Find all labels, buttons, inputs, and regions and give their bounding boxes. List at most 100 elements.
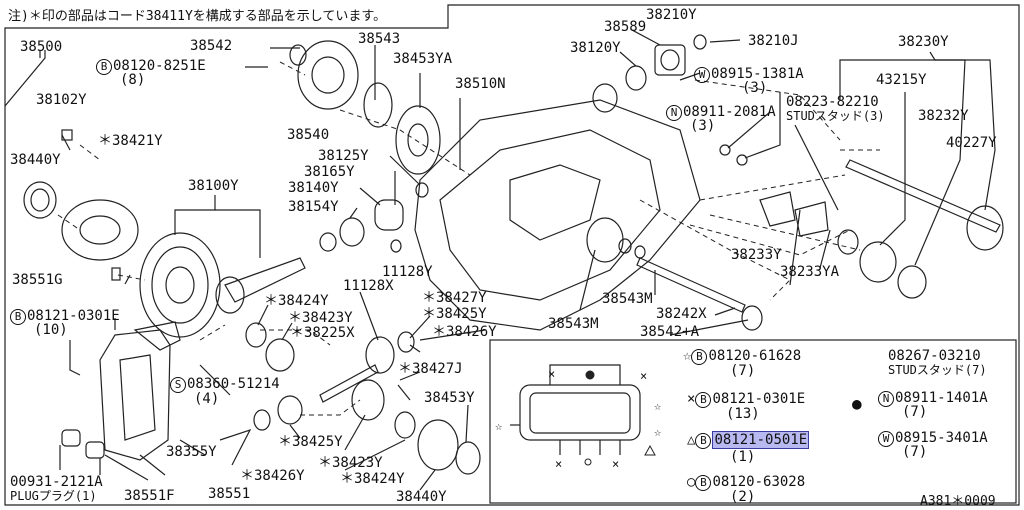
part-38427Y: ＊38427Y (422, 290, 487, 306)
inset-circ-part: 08120-63028 (712, 474, 806, 490)
part-38543M-b: 38543M (548, 316, 599, 332)
part-38125Y: 38125Y (318, 148, 369, 164)
part-08911-2081A-qty: (3) (690, 118, 716, 134)
part-38424Y-b: ＊38424Y (340, 471, 405, 487)
part-00931-2121A: 00931-2121A (10, 474, 103, 490)
w-symbol-icon: W (878, 431, 894, 447)
part-38551: 38551 (208, 486, 251, 502)
part-38453Y: 38453Y (424, 390, 475, 406)
header-note: 注)＊印の部品はコード38411Yを構成する部品を示しています。 (8, 9, 387, 24)
part-38423Y-a: ＊38423Y (288, 310, 353, 326)
w-symbol-icon: W (694, 67, 710, 83)
diagram-code: A381＊0009 (920, 494, 996, 509)
part-38551G: 38551G (12, 272, 63, 288)
b-symbol-icon: B (10, 309, 26, 325)
part-38540: 38540 (287, 127, 330, 143)
part-38542A: 38542+A (640, 324, 700, 340)
part-08121-0301E-main-qty: (10) (34, 322, 68, 338)
part-38232Y: 38232Y (918, 108, 969, 124)
part-38542: 38542 (190, 38, 233, 54)
part-number: 08120-8251E (113, 58, 206, 74)
inset-tri-qty: (1) (730, 449, 756, 465)
part-38551F: 38551F (124, 488, 175, 504)
part-38242X: 38242X (656, 306, 707, 322)
part-38425Y-a: ＊38425Y (422, 306, 487, 322)
part-number: 08121-0301E (27, 308, 120, 324)
inset-circ-qty: (2) (730, 489, 756, 505)
inset-x-marker: × (640, 369, 648, 383)
part-38355Y: 38355Y (166, 444, 217, 460)
part-40227Y: 40227Y (946, 135, 997, 151)
dot-icon: ● (852, 394, 862, 413)
part-38440Y-bottom: 38440Y (396, 489, 447, 505)
triangle-icon: △ (687, 432, 696, 448)
part-38233Y: 38233Y (731, 247, 782, 263)
part-38426Y-a: ＊38426Y (432, 324, 497, 340)
part-43215Y: 43215Y (876, 72, 927, 88)
part-38154Y: 38154Y (288, 199, 339, 215)
part-number: 08360-51214 (187, 376, 280, 392)
circle-icon: ○ (687, 474, 696, 490)
inset-star-marker: ☆ (654, 425, 662, 439)
part-38500: 38500 (20, 39, 63, 55)
part-38423Y-b: ＊38423Y (318, 455, 383, 471)
part-11128X: 11128X (343, 278, 394, 294)
part-08223-82210: 08223-82210 (786, 94, 879, 110)
inset-star-marker: ☆ (495, 419, 503, 433)
b-symbol-icon: B (695, 475, 712, 491)
part-number: 08915-1381A (711, 66, 804, 82)
inset-star-qty: (7) (730, 363, 756, 379)
star-icon: ☆ (683, 348, 692, 364)
inset-tri-part-highlighted: 08121-0501E (712, 431, 810, 449)
part-38210Y: 38210Y (646, 7, 697, 23)
part-38427J: ＊38427J (398, 361, 463, 377)
n-symbol-icon: N (878, 391, 894, 407)
part-38440Y-top: 38440Y (10, 152, 61, 168)
inset-x-qty: (13) (726, 406, 760, 422)
part-38165Y: 38165Y (304, 164, 355, 180)
part-38421Y: ＊38421Y (98, 133, 163, 149)
part-11128Y: 11128Y (382, 264, 433, 280)
part-plug-label: PLUGプラグ(1) (10, 489, 97, 503)
part-08120-8251E-qty: (8) (120, 72, 146, 88)
inset-x-marker: × (548, 367, 556, 381)
part-08360-51214-qty: (4) (194, 391, 220, 407)
part-38453YA: 38453YA (393, 51, 453, 67)
part-38100Y: 38100Y (188, 178, 239, 194)
inset-x-marker: × (555, 457, 563, 471)
part-stud-3: STUDスタッド(3) (786, 109, 885, 123)
part-38543M-a: 38543M (602, 291, 653, 307)
inset-dot-w-part: 08915-3401A (895, 430, 988, 446)
b-symbol-icon: B (96, 59, 112, 75)
part-38424Y-a: ＊38424Y (264, 293, 329, 309)
part-38510N: 38510N (455, 76, 506, 92)
n-symbol-icon: N (666, 105, 682, 121)
inset-star-part: 08120-61628 (708, 348, 802, 364)
inset-x-part: 08121-0301E (712, 391, 806, 407)
part-number: 08911-2081A (683, 104, 776, 120)
b-symbol-icon: B (695, 433, 712, 449)
inset-dot-n-part: 08911-1401A (895, 390, 988, 406)
part-38233YA: 38233YA (780, 264, 840, 280)
part-38425Y-b: ＊38425Y (278, 434, 343, 450)
b-symbol-icon: B (691, 349, 708, 365)
part-38543: 38543 (358, 31, 401, 47)
inset-dot-stud-label: STUDスタッド(7) (888, 363, 987, 377)
part-38210J: 38210J (748, 33, 799, 49)
part-38120Y: 38120Y (570, 40, 621, 56)
inset-dot-w-qty: (7) (902, 444, 928, 460)
inset-x-marker: × (612, 457, 620, 471)
part-38426Y-b: ＊38426Y (240, 468, 305, 484)
